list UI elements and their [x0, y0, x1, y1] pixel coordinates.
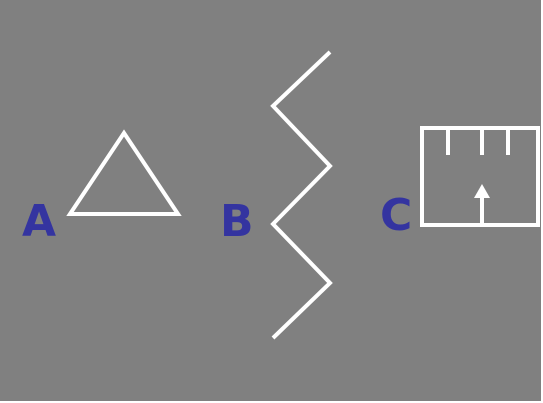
- figure-b: B: [220, 50, 333, 340]
- label-b: B: [220, 196, 254, 247]
- label-c: C: [380, 190, 412, 241]
- figure-c: C: [380, 126, 540, 241]
- zigzag-shape: [270, 50, 333, 340]
- figure-a: A: [22, 129, 182, 247]
- label-a: A: [22, 196, 56, 247]
- triangle-shape: [66, 129, 182, 216]
- arrow-up-icon: [474, 184, 490, 198]
